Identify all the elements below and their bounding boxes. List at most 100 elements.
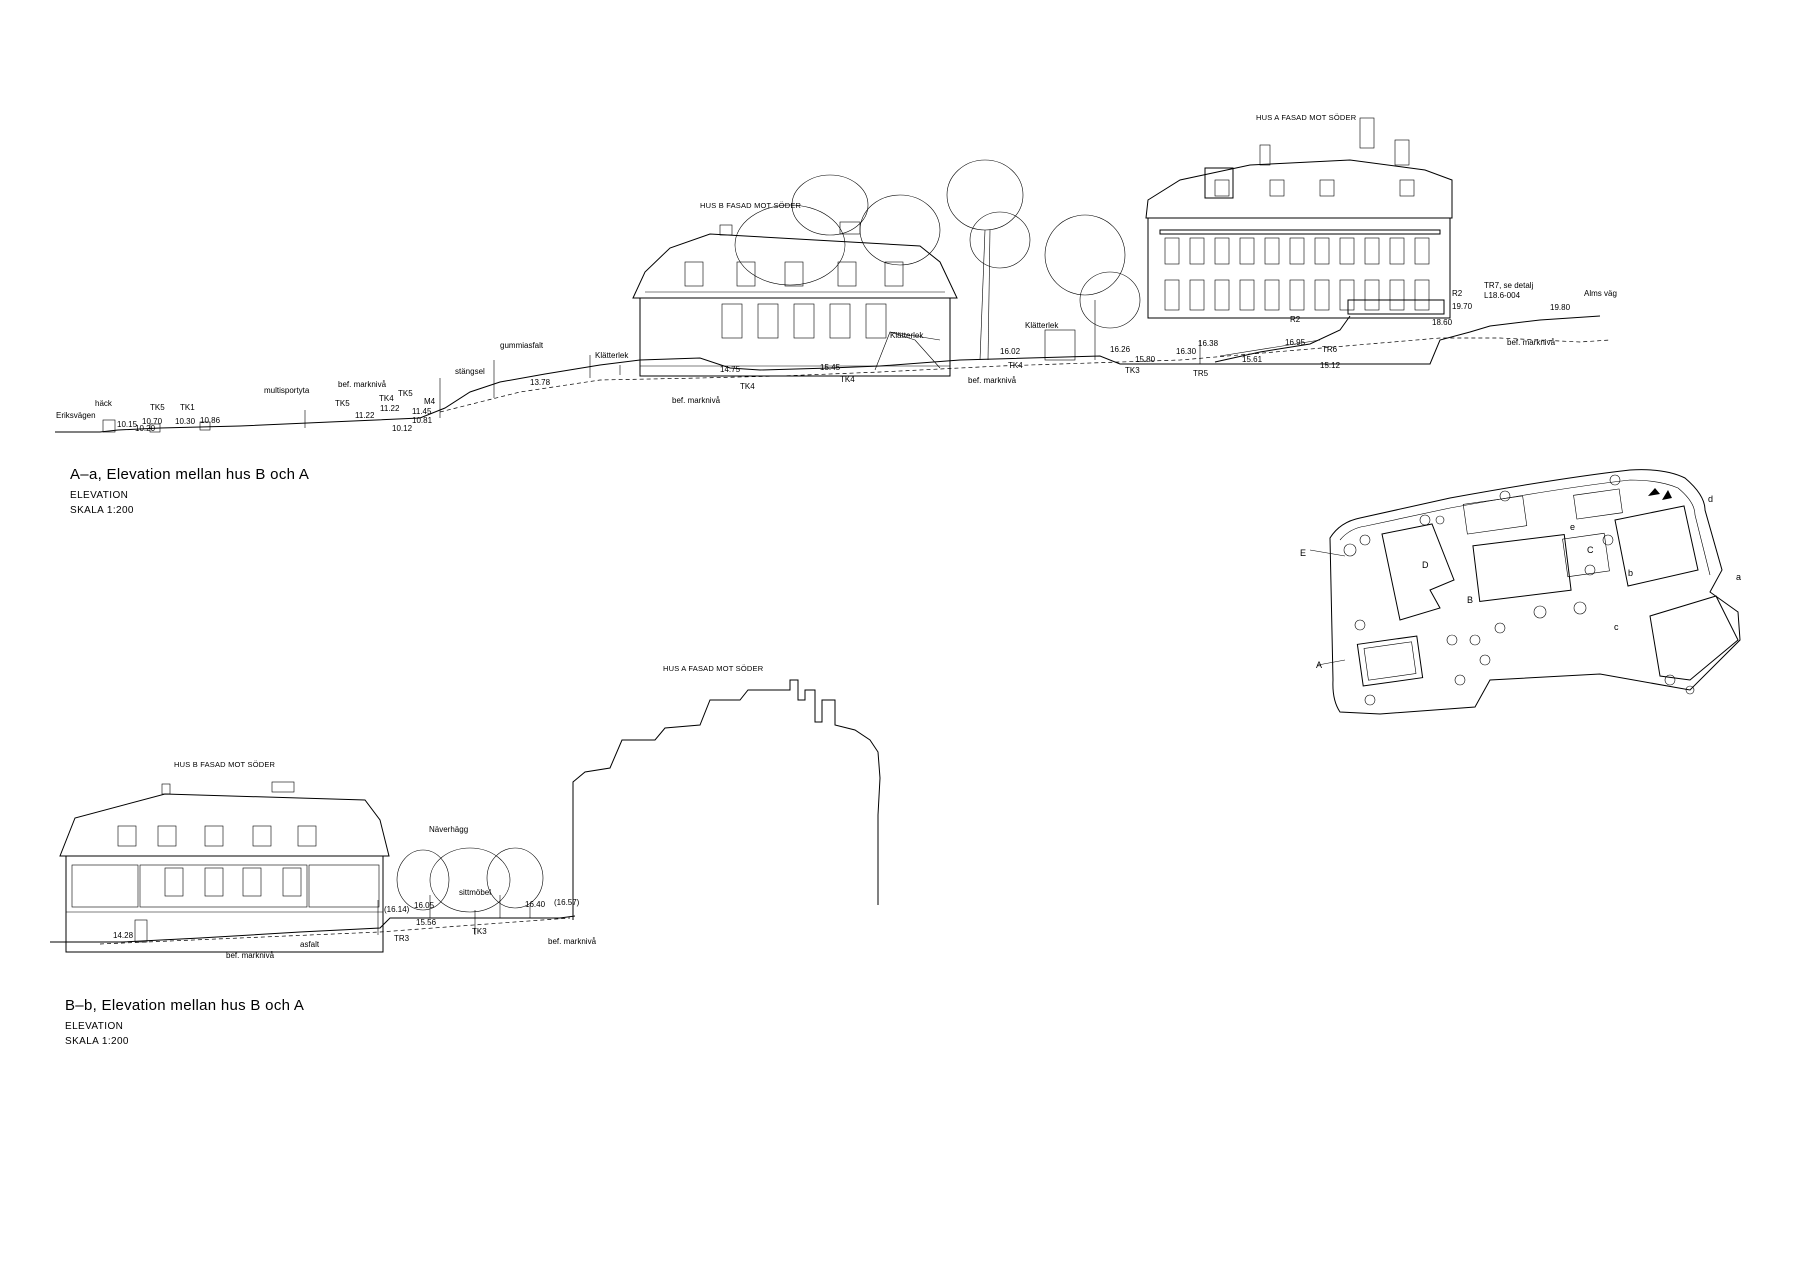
label-tk4-b: TK4	[740, 382, 755, 391]
level-10-15: 10.15	[117, 420, 138, 429]
key-plan-letter-e: E	[1300, 548, 1306, 558]
level-16-38: 16.38	[1198, 339, 1219, 348]
key-plan-trees	[1343, 474, 1695, 706]
section-a-ground-line	[55, 315, 1601, 433]
label-tk3: TK3	[1125, 366, 1140, 375]
label-bef-marknivå-3: bef. marknivå	[968, 376, 1017, 385]
label-multisportyta: multisportyta	[264, 386, 310, 395]
level-19-80: 19.80	[1550, 303, 1571, 312]
level-16-40: 16.40	[525, 900, 546, 909]
label-tk5-b: TK5	[335, 399, 350, 408]
level-16-02: 16.02	[1000, 347, 1021, 356]
label-tk4-c: TK4	[840, 375, 855, 384]
key-plan: d a E A D B C e b c	[1300, 469, 1741, 715]
caption-section-b-type: ELEVATION	[65, 1021, 124, 1032]
section-b-elevation: HUS B FASAD MOT SÖDER HUS A FASAD MOT SÖ…	[50, 664, 881, 960]
label-tr5: TR5	[1193, 369, 1209, 378]
house-a-facade-a	[1145, 117, 1453, 364]
label-bef-marknivå-4: bef. marknivå	[1507, 338, 1556, 347]
section-b-existing-ground	[99, 917, 571, 945]
label-tr6: TR6	[1322, 345, 1338, 354]
section-b-ground-line	[50, 915, 576, 943]
level-15-12: 15.12	[1320, 361, 1341, 370]
caption-section-a-type: ELEVATION	[70, 490, 129, 501]
key-plan-label-b: B	[1467, 595, 1473, 605]
label-klatterlek-3: Klätterlek	[1025, 321, 1059, 330]
level-16-14: (16.14)	[384, 905, 410, 914]
key-plan-building-c	[1649, 595, 1739, 681]
label-stangsel: stängsel	[455, 367, 485, 376]
caption-section-a-title: A–a, Elevation mellan hus B och A	[70, 466, 310, 483]
key-plan-building-a	[1614, 505, 1699, 587]
caption-section-b-scale: SKALA 1:200	[65, 1036, 129, 1047]
label-gummiasfalt: gummiasfalt	[500, 341, 544, 350]
level-13-78: 13.78	[530, 378, 551, 387]
trees-b	[396, 847, 544, 918]
section-a-marks	[102, 331, 941, 433]
label-tr7: TR7, se detalj	[1484, 281, 1534, 290]
key-plan-site-boundary	[1329, 469, 1741, 715]
label-r2-a: R2	[1290, 315, 1301, 324]
label-m4: M4	[424, 397, 436, 406]
level-15-45: 15.45	[820, 363, 841, 372]
level-11-45: 11.45	[412, 407, 432, 416]
label-tr3: TR3	[394, 934, 410, 943]
level-10-81: 10.81	[412, 416, 433, 425]
level-14-28: 14.28	[113, 931, 134, 940]
key-plan-arrow-up	[1648, 488, 1660, 496]
key-plan-arrow-down	[1662, 490, 1672, 500]
key-plan-section-a-line	[1317, 659, 1346, 666]
level-11-22-b: 11.22	[380, 404, 400, 413]
label-bef-marknivå-2: bef. marknivå	[672, 396, 721, 405]
label-r2-b: R2	[1452, 289, 1463, 298]
level-16-30: 16.30	[1176, 347, 1197, 356]
label-tk3: TK3	[472, 927, 487, 936]
level-10-70: 10.70	[142, 417, 163, 426]
level-10-86: 10.86	[200, 416, 221, 425]
level-10-20: 10.20	[135, 424, 156, 433]
key-plan-label-c: C	[1587, 545, 1594, 555]
level-16-95: 16.95	[1285, 338, 1306, 347]
key-plan-building-d	[1381, 523, 1455, 621]
label-asfalt: asfalt	[300, 940, 320, 949]
section-a-elevation: HUS B FASAD MOT SÖDER HUS A FASAD MOT SÖ…	[55, 113, 1617, 433]
level-18-60: 18.60	[1432, 318, 1453, 327]
level-16-57: (16.57)	[554, 898, 580, 907]
caption-section-a-scale: SKALA 1:200	[70, 505, 134, 516]
key-plan-letter-a: A	[1316, 660, 1322, 670]
caption-section-b: B–b, Elevation mellan hus B och A ELEVAT…	[65, 997, 304, 1049]
level-14-75: 14.75	[720, 365, 741, 374]
house-b-facade-a	[632, 221, 958, 377]
label-tk5-c: TK5	[398, 389, 413, 398]
label-naverhagg: Näverhägg	[429, 825, 468, 834]
key-plan-building-e	[1356, 635, 1424, 687]
house-a-heading-b: HUS A FASAD MOT SÖDER	[663, 664, 764, 673]
caption-section-b-title: B–b, Elevation mellan hus B och A	[65, 997, 305, 1014]
level-10-30: 10.30	[175, 417, 196, 426]
label-tk4-d: TK4	[1008, 361, 1023, 370]
key-plan-label-d: D	[1422, 560, 1429, 570]
house-a-heading-a: HUS A FASAD MOT SÖDER	[1256, 113, 1357, 122]
level-11-22-a: 11.22	[355, 411, 375, 420]
level-16-05: 16.05	[414, 901, 435, 910]
key-plan-label-e-small: e	[1570, 522, 1575, 532]
key-plan-letter-d-small: d	[1708, 494, 1713, 504]
label-eriksvagen: Eriksvägen	[56, 411, 96, 420]
house-b-facade-b	[59, 781, 390, 953]
label-tk5-a: TK5	[150, 403, 165, 412]
key-plan-label-c-small: c	[1614, 622, 1619, 632]
section-a-existing-ground	[439, 337, 1611, 413]
level-15-56: 15.56	[416, 918, 437, 927]
label-l18: L18.6-004	[1484, 291, 1521, 300]
level-16-26: 16.26	[1110, 345, 1131, 354]
label-bef-marknivå-1: bef. marknivå	[338, 380, 387, 389]
trees-a	[734, 159, 1141, 361]
key-plan-section-e-line	[1309, 549, 1346, 557]
key-plan-label-b-small: b	[1628, 568, 1633, 578]
level-10-12: 10.12	[392, 424, 413, 433]
label-sittmobel: sittmöbel	[459, 888, 491, 897]
key-plan-letter-a-small: a	[1736, 572, 1741, 582]
label-tk1: TK1	[180, 403, 195, 412]
label-alms-vag: Alms väg	[1584, 289, 1617, 298]
